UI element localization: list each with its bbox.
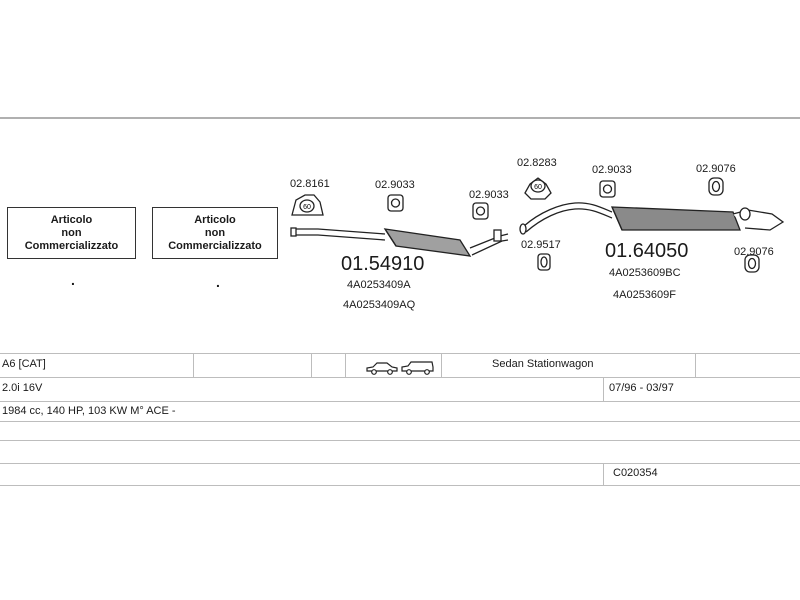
specs-cell: 1984 cc, 140 HP, 103 KW M° ACE - (2, 405, 176, 417)
sedan-wheel-rear (387, 369, 393, 375)
catalog-code-cell: C020354 (613, 467, 658, 479)
rear-muffler-edge (611, 206, 623, 231)
rear-pipe-lower (525, 208, 613, 233)
front-outlet-flange (493, 229, 502, 242)
rear-muffler (610, 206, 741, 231)
front-assembly-oem-2: 4A0253409AQ (343, 299, 416, 311)
body-type-icons (366, 361, 434, 375)
not-available-line-1: Articolo (194, 213, 236, 226)
table-rule-4 (0, 421, 800, 422)
stationwagon-wheel-rear (424, 369, 430, 375)
front-pipe-lower (292, 234, 386, 241)
mount-9033-c-icon (599, 180, 616, 198)
table-col-1 (193, 353, 194, 377)
front-muffler-edge (384, 228, 397, 247)
table-col-6 (695, 353, 696, 377)
part-number-9033-a: 02.9033 (375, 179, 415, 191)
not-available-box-2: Articolo non Commercializzato (152, 207, 278, 259)
clamp-8283-ring-icon (530, 179, 546, 193)
not-available-marker-2: . (216, 274, 220, 290)
clamp-8161-icon (291, 194, 324, 216)
not-available-line-3: Commercializzato (168, 239, 262, 252)
mount-9076-b-icon (744, 254, 760, 273)
mount-9517-icon (537, 253, 551, 271)
part-number-8283: 02.8283 (517, 157, 557, 169)
rear-assembly-ref: 01.64050 (605, 240, 689, 262)
sedan-icon (366, 362, 398, 372)
not-available-line-3: Commercializzato (24, 239, 119, 252)
period-cell: 07/96 - 03/97 (609, 382, 674, 394)
rear-assembly-oem-2: 4A0253609F (613, 289, 676, 301)
mount-9033-b-icon (472, 202, 489, 220)
not-available-line-1: Articolo (50, 213, 93, 226)
body-types-cell: Sedan Stationwagon (492, 358, 594, 370)
rear-pipe-inlet (519, 223, 527, 235)
not-available-box-1: Articolo non Commercializzato (7, 207, 136, 259)
table-col-7 (603, 463, 604, 485)
part-number-9033-b: 02.9033 (469, 189, 509, 201)
table-rule-5 (0, 440, 800, 441)
table-rule-6 (0, 463, 800, 464)
part-number-9076-b: 02.9076 (734, 246, 774, 258)
top-border (0, 117, 800, 119)
front-pipe (292, 228, 386, 235)
part-number-9033-c: 02.9033 (592, 164, 632, 176)
mount-9033-a-icon (387, 194, 404, 212)
clamp-8161-ring-icon (299, 199, 315, 213)
part-number-9517: 02.9517 (521, 239, 561, 251)
table-rule-1 (0, 353, 800, 354)
rear-pipe (523, 202, 613, 227)
front-assembly-ref: 01.54910 (341, 253, 425, 275)
table-col-2 (311, 353, 312, 377)
table-rule-2 (0, 377, 800, 378)
table-rule-7 (0, 485, 800, 486)
part-number-8161: 02.8161 (290, 178, 330, 190)
table-col-3 (345, 353, 346, 377)
front-pipe-flange (290, 227, 297, 237)
table-col-5 (603, 377, 604, 401)
tail-hanger (739, 207, 751, 221)
not-available-marker-1: . (71, 272, 75, 288)
clamp-size-2: 60 (534, 184, 542, 191)
front-assembly-oem-1: 4A0253409A (347, 279, 411, 291)
mount-9076-a-icon (708, 177, 724, 196)
engine-cell: 2.0i 16V (2, 382, 43, 394)
front-muffler (383, 228, 472, 257)
stationwagon-wheel-front (406, 369, 412, 375)
model-cell: A6 [CAT] (2, 358, 46, 370)
part-number-9076-a: 02.9076 (696, 163, 736, 175)
stationwagon-icon (401, 361, 434, 372)
not-available-line-2: non (61, 226, 82, 239)
rear-assembly-oem-1: 4A0253609BC (609, 267, 681, 279)
table-rule-3 (0, 401, 800, 402)
sedan-wheel-front (371, 369, 377, 375)
table-col-4 (441, 353, 442, 377)
not-available-line-2: non (204, 226, 226, 239)
clamp-size-1: 60 (303, 204, 311, 211)
front-outlet-pipe-lower (471, 239, 509, 256)
